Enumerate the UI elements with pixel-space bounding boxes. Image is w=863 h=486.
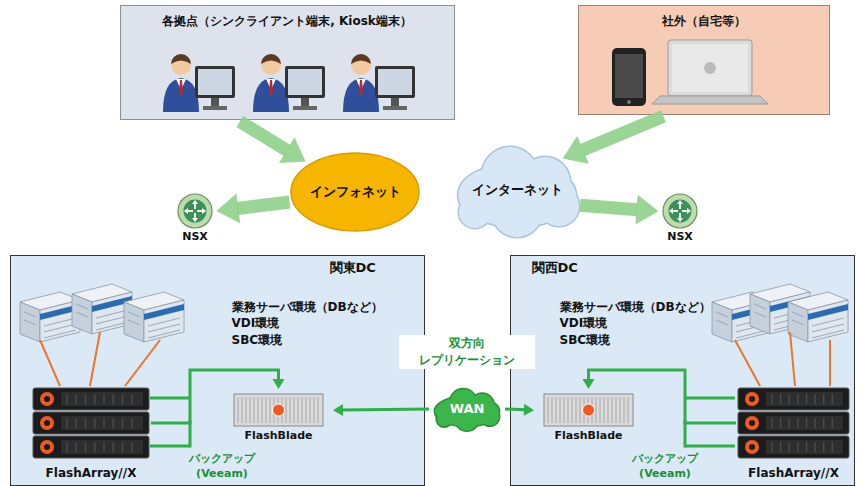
storage-array: FlashArray//X [736, 386, 851, 486]
nsx-router: NSX [170, 192, 220, 248]
backup-bus [685, 445, 735, 448]
node-title: 社外（自宅等） [662, 14, 746, 29]
blade-chassis [234, 394, 323, 426]
cloud-lobe [435, 397, 499, 426]
flow-arrow [240, 122, 288, 151]
connector-group [583, 370, 737, 423]
node-title: FlashArray//X [46, 466, 137, 481]
edge-label: バックアップ (Veeam) [617, 451, 713, 482]
storage-link [40, 332, 830, 386]
user-icons [163, 54, 235, 112]
mobile-devices [668, 40, 752, 96]
data-link [589, 370, 737, 423]
node-body: 業務サーバ環境（DBなど） VDI環境 SBC環境 [560, 299, 750, 349]
cloud-lobe [458, 163, 576, 227]
user-icons [343, 54, 415, 112]
array-units [738, 388, 849, 458]
arrowhead [583, 379, 595, 389]
node-title: FlashBlade [245, 429, 313, 443]
data-link [505, 408, 525, 412]
arrowhead [279, 137, 306, 163]
storage-link [790, 332, 795, 386]
backup-bus [150, 397, 190, 400]
mobile-devices [652, 96, 768, 104]
edge-label: バックアップ (Veeam) [174, 451, 270, 482]
annotation-label: 双方向 レプリケーション [399, 335, 535, 369]
backup-bus [685, 397, 735, 400]
node-title: NSX [667, 230, 693, 244]
arrowhead [635, 195, 658, 225]
node-title: FlashArray//X [748, 466, 839, 481]
server-cluster [20, 292, 80, 342]
ellipse-outline [291, 153, 419, 231]
storage-blade: FlashBlade [536, 391, 641, 446]
user-icons [253, 54, 325, 112]
node-title: 関東DC [330, 260, 376, 276]
server-cluster [788, 292, 848, 342]
mobile-devices [627, 100, 631, 104]
router-icon [178, 194, 212, 228]
user-icons [163, 54, 415, 112]
connector-group [580, 195, 658, 225]
mobile-devices [612, 40, 768, 106]
network-ellipse: インフォネット [290, 152, 420, 232]
node-title: NSX [182, 230, 208, 244]
router-icon [663, 194, 697, 228]
storage-link [90, 332, 100, 386]
backup-bus [150, 445, 190, 448]
cloud-lobe [458, 163, 576, 227]
mobile-devices [704, 62, 716, 74]
mobile-devices [672, 44, 748, 92]
flow-arrow [237, 202, 289, 209]
wan-cloud: WAN [429, 386, 505, 432]
storage-link [125, 340, 160, 386]
backup-bus [150, 398, 735, 448]
storage-link [735, 340, 760, 386]
cloud-outline [435, 389, 499, 430]
node-title: インターネット [472, 182, 563, 198]
server-cluster [124, 292, 184, 342]
node-title: インフォネット [310, 184, 401, 200]
flow-arrow [582, 116, 663, 150]
cloud-lobe [435, 397, 499, 426]
arrowhead [216, 193, 240, 223]
mobile-devices [615, 54, 643, 98]
node-title: WAN [450, 401, 485, 417]
connector-group [216, 193, 289, 223]
connector-group [151, 370, 285, 423]
arrowhead [333, 404, 343, 416]
connector-group [505, 404, 534, 416]
arrowhead [563, 136, 589, 164]
mobile-devices [612, 48, 646, 106]
node-body: 業務サーバ環境（DBなど） VDI環境 SBC環境 [232, 299, 422, 349]
server-cluster [20, 284, 848, 342]
nsx-router: NSX [655, 192, 705, 248]
data-link [342, 409, 429, 410]
connector-group [333, 404, 429, 416]
cloud-outline [458, 147, 579, 237]
connector-group [563, 116, 664, 164]
node-title: FlashBlade [555, 429, 623, 443]
storage-link [829, 340, 831, 386]
flow-arrow [580, 205, 637, 209]
node-title: 各拠点（シンクライアント端末, Kiosk端末） [162, 14, 412, 29]
server-cluster [72, 284, 132, 334]
arrowhead [524, 404, 534, 416]
connector-group [240, 122, 306, 163]
arrowhead [273, 379, 285, 389]
storage-link [40, 340, 60, 386]
data-link [151, 370, 279, 423]
blade-chassis [544, 394, 633, 426]
array-units [33, 388, 149, 458]
storage-blade: FlashBlade [226, 391, 331, 446]
node-title: 関西DC [532, 260, 578, 276]
storage-array: FlashArray//X [31, 386, 151, 486]
